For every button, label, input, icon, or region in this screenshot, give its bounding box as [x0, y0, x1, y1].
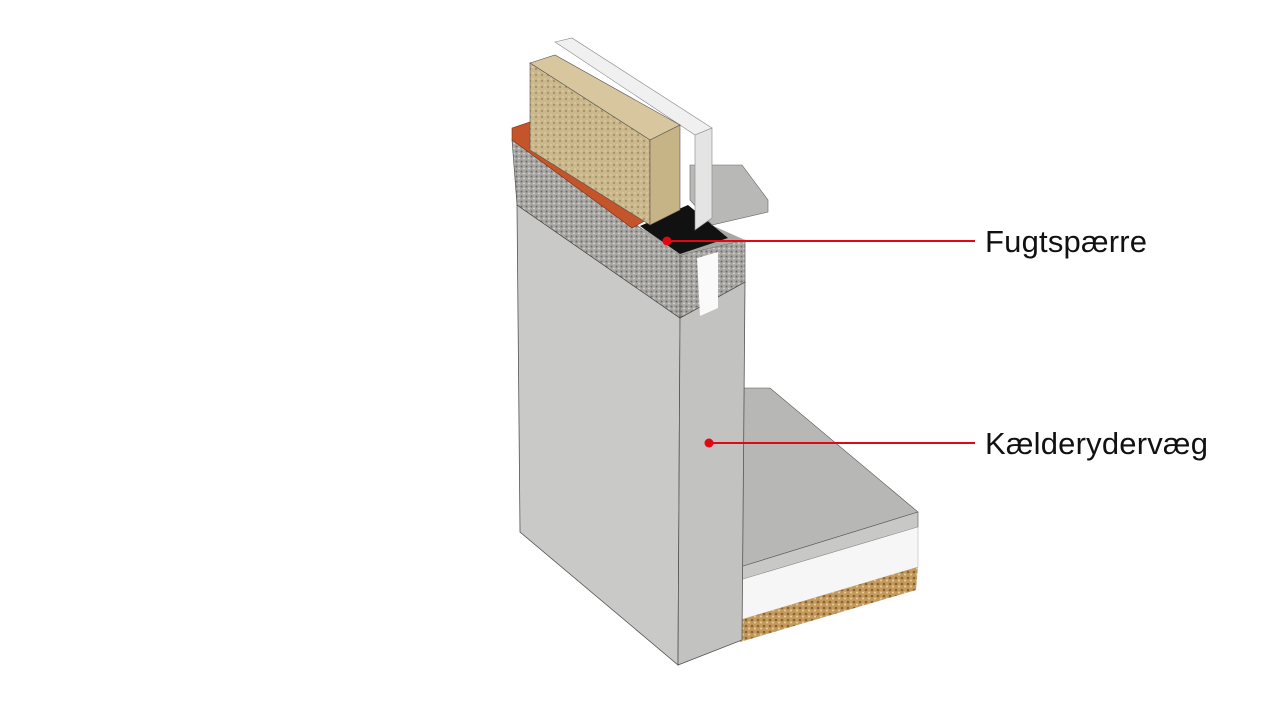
board	[554, 37, 713, 231]
basement-floor	[739, 387, 919, 642]
leader-moisture-barrier	[662, 236, 975, 246]
leader-basement-wall	[704, 438, 975, 448]
label-basement-wall: Kælderydervæg	[985, 426, 1209, 461]
basement-wall	[516, 204, 746, 666]
label-moisture-barrier: Fugtspærre	[985, 224, 1148, 259]
mineral-wool	[529, 54, 681, 226]
